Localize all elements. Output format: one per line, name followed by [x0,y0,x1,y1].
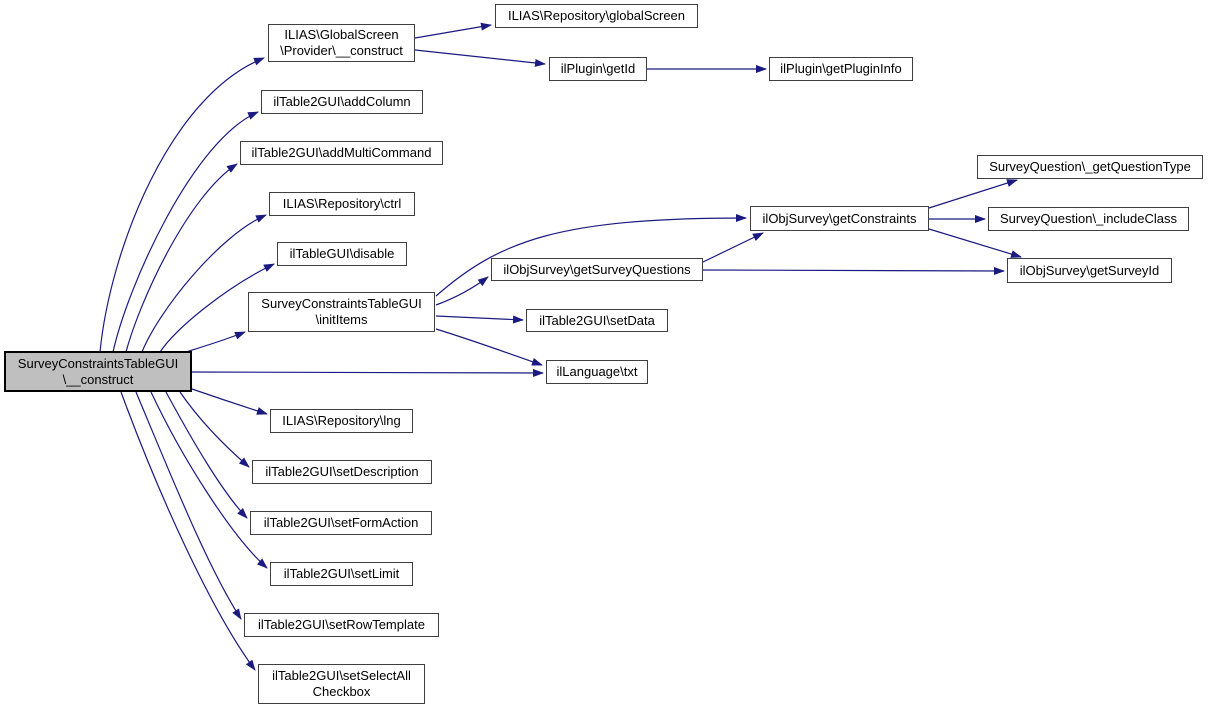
edge-construct-to-ctrl [141,214,267,353]
node-provider-construct-label-line2: \Provider\__construct [280,43,403,58]
node-disable[interactable]: ilTableGUI\disable [277,242,407,266]
node-set-select-all-checkbox[interactable]: ilTable2GUI\setSelectAll Checkbox [258,664,425,704]
node-set-row-template-label: ilTable2GUI\setRowTemplate [258,617,425,632]
node-include-class[interactable]: SurveyQuestion\_includeClass [988,207,1189,231]
node-provider-construct-label-line1: ILIAS\GlobalScreen [284,27,399,42]
node-set-select-all-checkbox-label-line1: ilTable2GUI\setSelectAll [272,668,411,683]
edge-provider-construct-to-global-screen [414,22,492,39]
node-get-survey-id[interactable]: ilObjSurvey\getSurveyId [1007,258,1172,283]
node-provider-construct[interactable]: ILIAS\GlobalScreen \Provider\__construct [268,24,415,62]
edge-init-items-to-get-survey-questions [435,276,489,306]
edge-construct-to-init-items [185,331,246,353]
node-get-plugin-info-label: ilPlugin\getPluginInfo [780,61,902,76]
node-get-question-type[interactable]: SurveyQuestion\_getQuestionType [977,155,1203,179]
node-set-form-action-label: ilTable2GUI\setFormAction [263,515,419,530]
edge-construct-to-txt [191,368,544,377]
node-add-column[interactable]: ilTable2GUI\addColumn [261,90,423,114]
edge-construct-to-provider-construct [99,57,265,353]
node-lng-label: ILIAS\Repository\lng [282,413,401,428]
node-construct-label-line1: SurveyConstraintsTableGUI [17,355,179,371]
node-set-form-action[interactable]: ilTable2GUI\setFormAction [250,511,432,535]
edge-construct-to-set-select-all-checkbox [120,391,256,671]
edge-init-items-to-txt [435,328,543,366]
node-txt-label: ilLanguage\txt [556,364,638,379]
edge-provider-construct-to-get-id [414,49,546,67]
node-get-plugin-info[interactable]: ilPlugin\getPluginInfo [769,57,913,81]
node-get-survey-questions-label: ilObjSurvey\getSurveyQuestions [503,261,691,277]
edge-init-items-to-get-constraints [435,214,747,297]
node-set-data-label: ilTable2GUI\setData [539,312,655,328]
node-construct[interactable]: SurveyConstraintsTableGUI \__construct [4,351,192,392]
node-include-class-label: SurveyQuestion\_includeClass [999,211,1178,226]
node-set-limit[interactable]: ilTable2GUI\setLimit [270,562,413,586]
edge-construct-to-set-limit [150,391,268,569]
node-add-multi-command[interactable]: ilTable2GUI\addMultiCommand [240,141,443,165]
edge-get-survey-questions-to-get-constraints [702,232,764,263]
edge-construct-to-add-column [112,111,259,353]
edge-get-constraints-to-get-question-type [928,179,1018,209]
node-get-constraints-label: ilObjSurvey\getConstraints [762,210,917,226]
node-disable-label: ilTableGUI\disable [289,246,395,261]
edge-construct-to-set-row-template [135,391,242,620]
node-set-select-all-checkbox-label-line2: Checkbox [312,684,371,699]
node-global-screen-label: ILIAS\Repository\globalScreen [507,8,686,23]
edge-construct-to-disable [159,263,275,353]
edge-construct-to-set-form-action [165,391,248,519]
edge-construct-to-add-multi-command [125,163,238,353]
node-init-items[interactable]: SurveyConstraintsTableGUI \initItems [248,292,435,332]
node-get-survey-id-label: ilObjSurvey\getSurveyId [1019,262,1160,278]
edge-get-survey-questions-to-get-survey-id [702,266,1005,275]
node-get-survey-questions[interactable]: ilObjSurvey\getSurveyQuestions [491,258,703,281]
node-set-data[interactable]: ilTable2GUI\setData [526,309,668,332]
node-get-question-type-label: SurveyQuestion\_getQuestionType [989,159,1191,174]
node-init-items-label-line1: SurveyConstraintsTableGUI [261,296,422,311]
node-global-screen[interactable]: ILIAS\Repository\globalScreen [495,4,698,28]
node-set-row-template[interactable]: ilTable2GUI\setRowTemplate [244,613,439,637]
edge-construct-to-lng [191,388,268,415]
node-ctrl-label: ILIAS\Repository\ctrl [282,196,402,211]
node-set-description-label: ilTable2GUI\setDescription [265,464,419,479]
node-set-limit-label: ilTable2GUI\setLimit [283,566,400,581]
node-lng[interactable]: ILIAS\Repository\lng [270,409,413,433]
node-set-description[interactable]: ilTable2GUI\setDescription [252,460,432,484]
edge-init-items-to-set-data [435,315,524,324]
edge-construct-to-set-description [179,391,250,468]
node-get-constraints[interactable]: ilObjSurvey\getConstraints [750,206,929,231]
node-construct-label-line2: \__construct [62,371,134,387]
node-add-column-label: ilTable2GUI\addColumn [273,94,411,109]
node-get-id-label: ilPlugin\getId [560,61,636,76]
node-ctrl[interactable]: ILIAS\Repository\ctrl [269,192,415,216]
node-add-multi-command-label: ilTable2GUI\addMultiCommand [251,145,432,160]
node-init-items-label-line2: \initItems [315,312,368,327]
node-get-id[interactable]: ilPlugin\getId [549,57,647,81]
node-txt[interactable]: ilLanguage\txt [546,360,648,384]
edge-get-constraints-to-get-survey-id [928,228,1022,258]
